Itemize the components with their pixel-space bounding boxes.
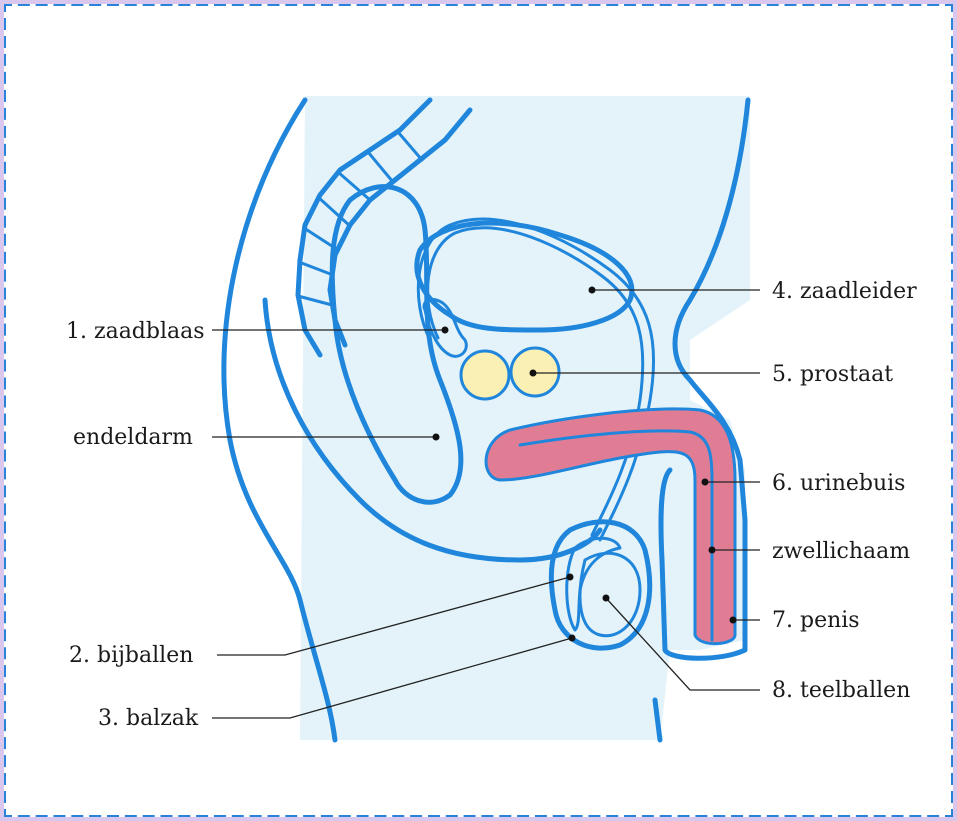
label-zaadblaas: 1. zaadblaas xyxy=(66,319,205,344)
label-penis: 7. penis xyxy=(772,608,860,633)
label-urinebuis: 6. urinebuis xyxy=(772,471,905,496)
label-zwellichaam: zwellichaam xyxy=(772,539,910,564)
label-zaadleider: 4. zaadleider xyxy=(772,279,917,304)
label-balzak: 3. balzak xyxy=(98,706,199,731)
label-teelballen: 8. teelballen xyxy=(772,678,910,703)
label-prostaat: 5. prostaat xyxy=(772,362,893,387)
label-endeldarm: endeldarm xyxy=(73,425,193,450)
label-bijballen: 2. bijballen xyxy=(69,643,193,668)
